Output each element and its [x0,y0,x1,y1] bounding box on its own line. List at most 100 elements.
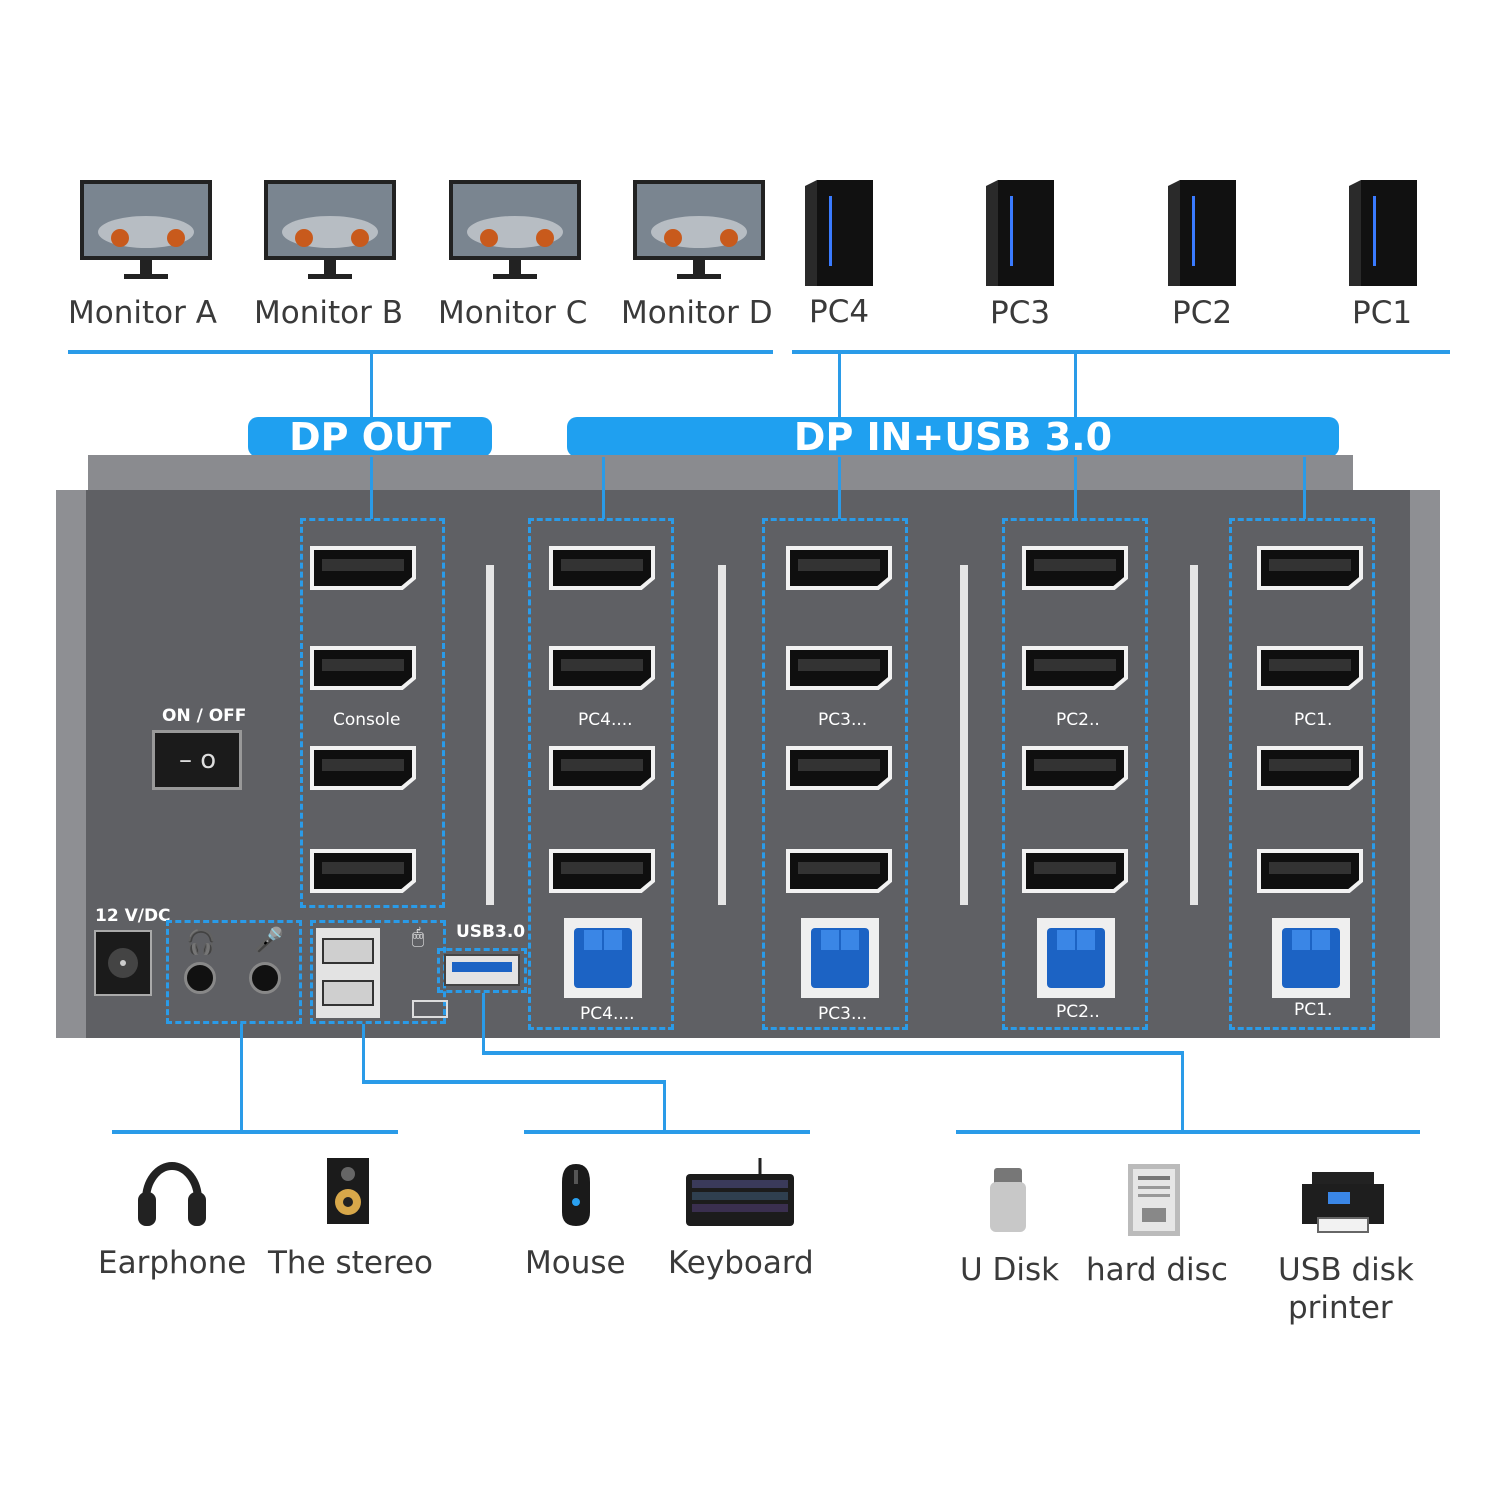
pc3-port-label: PC3... [818,710,868,730]
connector-line [362,1024,365,1082]
connector-line [370,457,373,519]
connector-line [1074,352,1077,418]
connector-line [370,352,373,418]
u-disk-icon [990,1168,1026,1232]
hard-disc-label: hard disc [1086,1252,1228,1288]
mouse-icon [562,1164,590,1226]
power-switch[interactable]: – o [152,730,242,790]
displayport-pc3-4[interactable] [784,848,894,894]
usb30-group [437,948,527,993]
on-off-label: ON / OFF [162,706,247,726]
printer-label: printer [1288,1290,1393,1326]
displayport-pc4-4[interactable] [547,848,657,894]
connector-line [1303,457,1306,519]
connector-line [838,352,841,418]
displayport-pc4-3[interactable] [547,745,657,791]
device-back-panel [56,490,1440,1038]
displayport-pc1-4[interactable] [1255,848,1365,894]
monitor-b-icon [264,180,396,279]
device-right-flange [1410,490,1440,1038]
usb-a-dual-port[interactable] [316,928,380,1018]
pc-bus-line [792,350,1450,354]
monitor-bus-line [68,350,773,354]
pc2-port-label: PC2.. [1056,710,1100,730]
headphone-icon: 🎧 [186,928,216,956]
pc2-label: PC2 [1172,295,1233,331]
usb-disk-label: USB disk [1278,1252,1414,1288]
displayport-out-4[interactable] [308,848,418,894]
displayport-pc1-2[interactable] [1255,645,1365,691]
displayport-pc2-3[interactable] [1020,745,1130,791]
displayport-pc3-2[interactable] [784,645,894,691]
stereo-label: The stereo [268,1245,433,1281]
headphone-jack[interactable] [184,962,216,994]
pc1-label: PC1 [1352,295,1413,331]
pc3-input-group [762,518,908,1030]
panel-slot [1190,565,1198,905]
dc-power-jack[interactable] [94,930,152,996]
displayport-pc1-1[interactable] [1255,545,1365,591]
device-top-edge [88,455,1353,491]
switch-glyph-icon: – o [179,745,217,775]
pc1-port-label: PC1. [1294,710,1333,730]
pc-tower-icon [986,180,1054,286]
usb-bus-line [956,1130,1420,1134]
monitor-c-icon [449,180,581,279]
pc4-label: PC4 [809,294,870,330]
pc1-input-group [1229,518,1375,1030]
usb-b-port-pc1[interactable] [1272,918,1350,998]
pc4-port-label: PC4.... [578,710,633,730]
panel-slot [960,565,968,905]
pc4-input-group [528,518,674,1030]
power-label: 12 V/DC [95,906,171,926]
displayport-out-1[interactable] [308,545,418,591]
usb-b-port-pc3[interactable] [801,918,879,998]
panel-slot [718,565,726,905]
connector-line [482,993,485,1053]
connector-line [240,1024,243,1132]
keyboard-label: Keyboard [668,1245,814,1281]
pc-tower-icon [1349,180,1417,286]
monitor-d-icon [633,180,765,279]
keyboard-symbol-icon [412,1000,448,1018]
dp-out-group [300,518,445,908]
displayport-pc1-3[interactable] [1255,745,1365,791]
connector-line [602,457,605,519]
displayport-pc4-2[interactable] [547,645,657,691]
pc4-usb-label: PC4.... [580,1004,635,1024]
console-label: Console [333,710,401,730]
displayport-out-2[interactable] [308,645,418,691]
hid-bus-line [524,1130,810,1134]
audio-bus-line [112,1130,398,1134]
stereo-speaker-icon [327,1158,369,1224]
monitor-d-label: Monitor D [621,295,773,331]
pc1-usb-label: PC1. [1294,1000,1333,1020]
displayport-pc4-1[interactable] [547,545,657,591]
monitor-a-icon [80,180,212,279]
usb30-label: USB3.0 [456,922,526,942]
displayport-out-3[interactable] [308,745,418,791]
dp-in-banner: DP IN+USB 3.0 [567,417,1339,457]
pc3-usb-label: PC3... [818,1004,868,1024]
connector-line [838,457,841,519]
pc2-input-group [1002,518,1148,1030]
displayport-pc2-1[interactable] [1020,545,1130,591]
pc2-usb-label: PC2.. [1056,1002,1100,1022]
microphone-jack[interactable] [249,962,281,994]
usb-b-port-pc2[interactable] [1037,918,1115,998]
microphone-icon: 🎤 [254,926,284,954]
monitor-c-label: Monitor C [438,295,588,331]
displayport-pc3-1[interactable] [784,545,894,591]
monitor-a-label: Monitor A [68,295,217,331]
usb30-port[interactable] [444,954,520,986]
pc-tower-icon [805,180,873,286]
pc3-label: PC3 [990,295,1051,331]
displayport-pc3-3[interactable] [784,745,894,791]
mouse-symbol-icon: 🖱 [412,924,424,948]
usb-b-port-pc4[interactable] [564,918,642,998]
connector-line [1074,457,1077,519]
connector-line [663,1080,666,1132]
displayport-pc2-2[interactable] [1020,645,1130,691]
displayport-pc2-4[interactable] [1020,848,1130,894]
u-disk-label: U Disk [960,1252,1060,1288]
